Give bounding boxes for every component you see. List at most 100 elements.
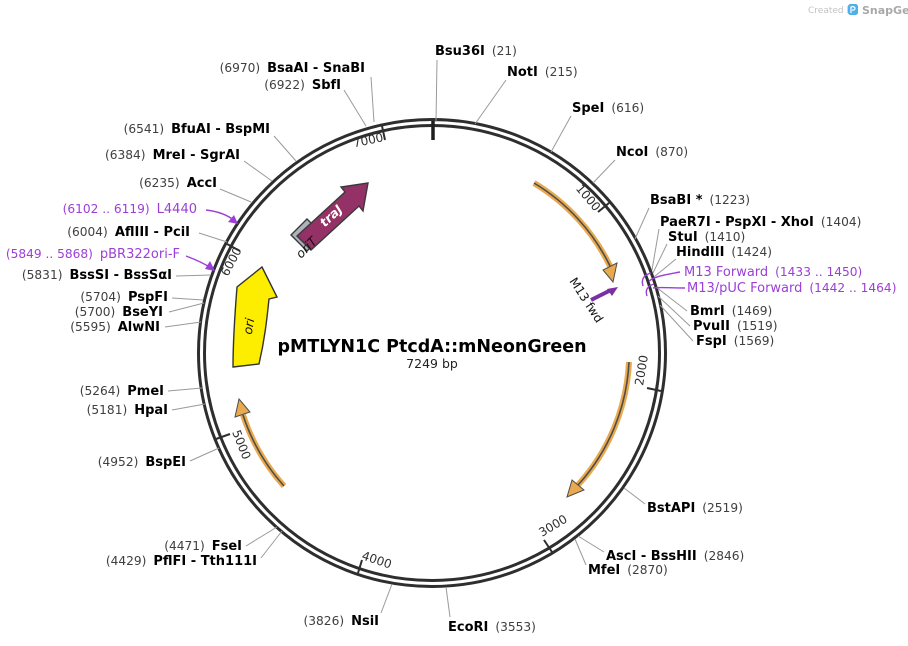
l4440-pointer-head (228, 215, 238, 224)
feature-arc-top-right-arrowhead (602, 262, 618, 284)
watermark-created-by: Created by (808, 6, 858, 16)
feature-traj-orit: traJ oriT (290, 182, 369, 261)
site-label-spei: SpeI(616) (572, 101, 644, 116)
site-label-bsu36i: Bsu36I(21) (435, 44, 517, 59)
site-label-bspei: (4952)BspEI (98, 455, 186, 470)
site-label-pflfi-tth111i: (4429)PflFI - Tth111I (106, 554, 257, 569)
ori-arrow (232, 265, 279, 368)
traj-arrow (295, 182, 369, 251)
site-label-pvuii: PvuII(1519) (693, 319, 777, 334)
site-label-bmri: BmrI(1469) (690, 304, 772, 319)
m13-fwd-arrowhead (607, 287, 618, 296)
tick-5000 (215, 433, 231, 440)
site-label-ncoi: NcoI(870) (616, 145, 688, 160)
pbr322ori-f-pointer-head (205, 261, 215, 271)
m13-puc-forward-site-hook (645, 283, 655, 297)
site-label-hindiii: HindIII(1424) (676, 245, 772, 260)
connector-line (653, 258, 677, 278)
site-label-bseyi: (5700)BseYI (75, 305, 163, 320)
connector-line (634, 207, 650, 240)
connector-line (592, 159, 616, 184)
ori-label: ori (240, 316, 258, 335)
connector-line (189, 447, 220, 462)
feature-arc-bottom-right-core (577, 361, 630, 486)
snapgene-watermark: Created by SnapGene (808, 4, 908, 17)
feature-m13-fwd: M13 fwd (566, 275, 618, 325)
site-label-bsssi: (5831)BssSI - BssSαI (22, 268, 172, 283)
connector-lines (164, 59, 694, 618)
feature-arc-left-core (242, 414, 285, 487)
feature-arcs (234, 180, 632, 498)
feature-arc-top-right (532, 180, 613, 268)
site-label-bstapi: BstAPI(2519) (647, 501, 743, 516)
connector-line (474, 79, 507, 125)
connector-line (655, 286, 688, 312)
connector-line (245, 526, 278, 547)
connector-line (273, 135, 297, 162)
site-label-afliii-pcii: (6004)AflIII - PciI (67, 225, 190, 240)
tick-label-3000: 3000 (536, 512, 569, 540)
feature-arc-bottom-right-arrowhead (566, 479, 585, 498)
m13-fwd-label: M13 fwd (566, 275, 605, 325)
site-label-acci: (6235)AccI (139, 176, 217, 191)
site-label-bfuai-bspmi: (6541)BfuAI - BspMI (124, 122, 270, 137)
connector-line (175, 274, 212, 277)
site-label-ecori: EcoRI(3553) (448, 620, 536, 635)
connector-line (198, 232, 228, 243)
site-label-stui: StuI(1410) (668, 230, 745, 245)
site-label-mrei-sgrai: (6384)MreI - SgrAI (105, 148, 240, 163)
site-label-nsii: (3826)NsiI (304, 614, 379, 629)
connector-line (550, 115, 572, 153)
feature-ori: ori (232, 265, 279, 368)
feature-arc-bottom-right (575, 361, 632, 488)
site-label-pbr322ori-f: (5849 .. 5868)pBR322ori-F (6, 247, 180, 262)
connector-line (657, 295, 691, 327)
site-label-m13-puc-forward: M13/pUC Forward(1442 .. 1464) (687, 281, 896, 296)
plasmid-backbone (197, 118, 667, 588)
m13-fwd-arrow-body (590, 288, 612, 302)
connector-line (171, 297, 204, 301)
connector-line (659, 304, 694, 342)
m13-forward-pointer (648, 271, 681, 282)
tick-7000 (381, 125, 386, 141)
connector-line (380, 583, 393, 614)
site-labels-right: Bsu36I(21) NotI(215) SpeI(616) NcoI(870)… (435, 44, 896, 635)
tick-label-4000: 4000 (360, 549, 393, 572)
tick-6000 (226, 243, 241, 252)
site-label-fspi: FspI(1569) (696, 334, 774, 349)
connector-line (574, 538, 587, 566)
site-label-bsaai-snabi: (6970)BsaAI - SnaBI (220, 61, 365, 76)
tick-1000 (597, 202, 610, 213)
site-label-pmei: (5264)PmeI (80, 384, 164, 399)
tick-label-7000: 7000 (352, 130, 385, 150)
site-label-mfei: MfeI(2870) (588, 563, 668, 578)
connector-line (652, 243, 668, 274)
site-label-l4440: (6102 .. 6119)L4440 (63, 202, 197, 217)
connector-line (168, 302, 205, 313)
connector-line (343, 89, 367, 127)
snapgene-logo-glyph (850, 6, 856, 13)
plasmid-length: 7249 bp (406, 356, 458, 371)
primer-connectors (185, 209, 686, 297)
connector-line (623, 487, 646, 505)
connector-line (171, 403, 206, 411)
site-label-hpai: (5181)HpaI (87, 403, 168, 418)
site-label-noti: NotI(215) (507, 65, 578, 80)
plasmid-title: pMTLYN1C PtcdA::mNeonGreen (277, 337, 586, 357)
m13-forward-site-hook (641, 272, 652, 287)
site-label-fsei: (4471)FseI (164, 539, 242, 554)
connector-line (167, 387, 203, 392)
site-label-paer7i-pspxi-xhoi: PaeR7I - PspXI - XhoI(1404) (660, 215, 861, 230)
connector-line (577, 535, 605, 553)
tick-3000 (543, 539, 553, 553)
feature-arc-left-arrowhead (234, 397, 251, 418)
tick-4000 (357, 559, 363, 574)
connector-line (651, 228, 660, 271)
tick-label-2000: 2000 (632, 354, 651, 386)
tick-2000 (646, 387, 662, 392)
watermark-brand: SnapGene (862, 4, 908, 17)
site-label-pspfi: (5704)PspFI (80, 290, 168, 305)
connector-line (445, 586, 451, 618)
